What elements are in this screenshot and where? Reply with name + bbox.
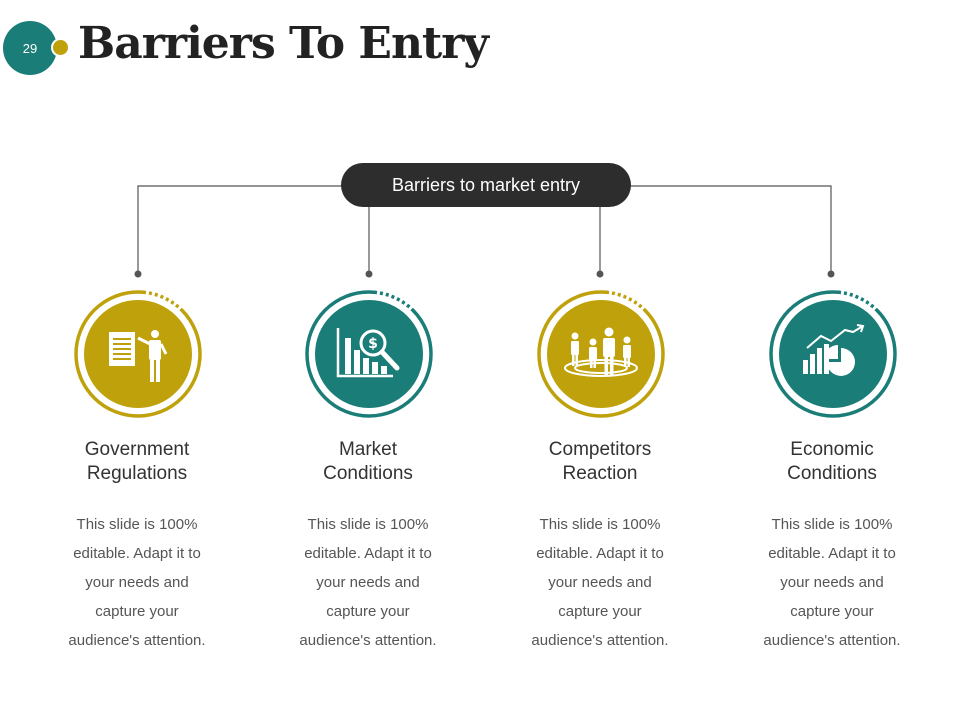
card-desc-line: editable. Adapt it to xyxy=(768,545,896,562)
card-desc-line: audience's attention. xyxy=(531,632,669,649)
card-desc-line: your needs and xyxy=(85,574,189,591)
people-target-icon xyxy=(564,327,638,377)
badge-circle xyxy=(769,290,897,418)
card-desc-line: capture your xyxy=(95,603,179,620)
slide-number: 29 xyxy=(22,40,38,56)
card-desc-line: audience's attention. xyxy=(763,632,901,649)
card-desc-line: editable. Adapt it to xyxy=(73,545,201,562)
card-desc-line: your needs and xyxy=(548,574,652,591)
root-node: Barriers to market entry xyxy=(341,163,631,207)
badge-circle xyxy=(537,290,665,418)
bar-chart-dollar-search-icon: $ xyxy=(336,328,400,378)
card-desc-line: This slide is 100% xyxy=(771,516,893,533)
card-desc-line: capture your xyxy=(326,603,410,620)
svg-text:$: $ xyxy=(368,336,378,352)
card-title-line-2: Regulations xyxy=(86,463,188,484)
card-desc-line: your needs and xyxy=(316,574,420,591)
card-desc-line: your needs and xyxy=(780,574,884,591)
card-title-line-1: Competitors xyxy=(548,439,652,460)
card-desc-line: audience's attention. xyxy=(299,632,437,649)
card-description: This slide is 100% editable. Adapt it to… xyxy=(732,510,932,655)
card-desc-line: audience's attention. xyxy=(68,632,206,649)
root-node-label: Barriers to market entry xyxy=(391,174,581,195)
card-title: Government Regulations xyxy=(37,438,237,486)
connector-line-4 xyxy=(630,185,832,273)
slide-number-badge: 29 xyxy=(3,21,57,75)
card-desc-line: editable. Adapt it to xyxy=(536,545,664,562)
card-title-line-2: Conditions xyxy=(323,463,413,484)
card-desc-line: capture your xyxy=(790,603,874,620)
card-desc-line: This slide is 100% xyxy=(307,516,429,533)
document-presenter-icon xyxy=(109,330,168,382)
card-desc-line: This slide is 100% xyxy=(76,516,198,533)
card-description: This slide is 100% editable. Adapt it to… xyxy=(37,510,237,655)
card-title-line-1: Market xyxy=(338,439,398,460)
card-title-line-1: Economic xyxy=(790,439,874,460)
badge-circle: $ xyxy=(305,290,433,418)
card-title: Competitors Reaction xyxy=(500,438,700,486)
page-title: Barriers To Entry xyxy=(78,18,489,69)
card-desc-line: editable. Adapt it to xyxy=(304,545,432,562)
card-desc-line: capture your xyxy=(558,603,642,620)
connector-dot-3 xyxy=(596,270,604,278)
card-desc-line: This slide is 100% xyxy=(539,516,661,533)
card-title: Market Conditions xyxy=(268,438,468,486)
card-description: This slide is 100% editable. Adapt it to… xyxy=(268,510,468,655)
card-title-line-2: Conditions xyxy=(787,463,877,484)
connector-dot-2 xyxy=(365,270,373,278)
card-description: This slide is 100% editable. Adapt it to… xyxy=(500,510,700,655)
card-title: Economic Conditions xyxy=(732,438,932,486)
connector-line-1 xyxy=(137,185,342,273)
card-title-line-1: Government xyxy=(84,439,190,460)
connector-dot-1 xyxy=(134,270,142,278)
growth-chart-pie-icon xyxy=(803,324,865,376)
title-accent-dot xyxy=(51,38,70,57)
connector-dot-4 xyxy=(827,270,835,278)
card-title-line-2: Reaction xyxy=(562,463,638,484)
badge-circle xyxy=(74,290,202,418)
